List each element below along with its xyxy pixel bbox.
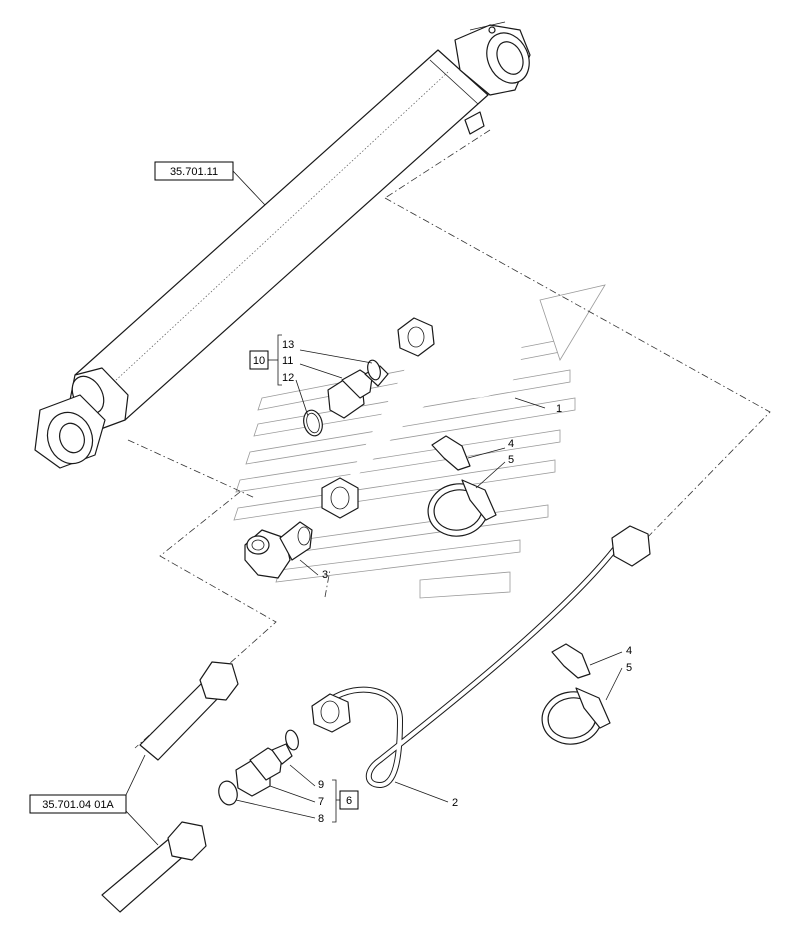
reference-pin-text: 35.701.04 01A — [42, 799, 114, 811]
callout-5-upper: 5 — [508, 454, 514, 466]
callout-3: 3 — [322, 569, 328, 581]
clip-4-upper — [431, 435, 471, 471]
group-6-text: 6 — [346, 795, 352, 807]
callout-8: 8 — [318, 813, 324, 825]
o-ring-9 — [285, 729, 299, 751]
hose-clamp-5-lower — [541, 687, 611, 745]
o-ring-12 — [303, 409, 323, 437]
callout-12: 12 — [282, 372, 294, 384]
callout-7: 7 — [318, 796, 324, 808]
leader-lines — [124, 170, 623, 846]
hose-clamp-5-upper — [427, 479, 497, 537]
callout-4-lower: 4 — [626, 645, 632, 657]
pipe-1 — [321, 310, 522, 519]
adapter-7 — [235, 743, 293, 797]
pin-lower — [101, 821, 207, 913]
callout-4-upper: 4 — [508, 438, 514, 450]
elbow-fitting-3 — [244, 521, 313, 579]
callout-11: 11 — [282, 355, 293, 367]
callout-5-lower: 5 — [626, 662, 632, 674]
callout-1: 1 — [556, 403, 562, 415]
pin-upper — [139, 661, 239, 761]
pipe-2 — [311, 525, 651, 789]
o-ring-8 — [218, 780, 238, 806]
hydraulic-cylinder — [34, 21, 531, 469]
callout-2: 2 — [452, 797, 458, 809]
callout-labels: 13 11 12 1 4 5 3 4 5 9 7 8 2 — [282, 339, 632, 825]
group-10-text: 10 — [253, 355, 265, 367]
callout-9: 9 — [318, 779, 324, 791]
group-box-10: 10 — [249, 350, 269, 370]
reference-cylinder[interactable]: 35.701.11 — [154, 161, 234, 181]
o-ring-12-inner — [306, 412, 320, 434]
reference-pin[interactable]: 35.701.04 01A — [29, 794, 127, 814]
callout-13: 13 — [282, 339, 294, 351]
reference-cylinder-text: 35.701.11 — [170, 166, 218, 178]
group-box-6: 6 — [339, 790, 359, 810]
o-ring-13 — [367, 359, 381, 381]
clip-4-lower — [551, 643, 591, 679]
